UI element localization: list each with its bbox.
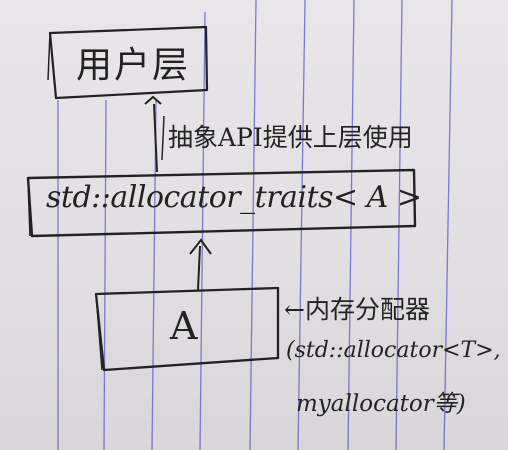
api-note-label: 抽象API提供上层使用 [168,123,413,152]
allocator-box-edge [95,293,103,371]
allocator-examples-line1: (std::allocator<T>, [286,338,501,363]
allocator-examples-line2: myallocator等) [296,391,466,417]
allocator-note-label: ←内存分配器 [284,295,430,324]
ruled-line [395,0,403,450]
api-arrow-shaft [153,103,158,173]
traits-arrow-shaft [197,245,201,291]
ruled-line [347,0,355,450]
traits-box-label: std::allocator_traits< A > [46,180,422,215]
ruled-line [103,99,107,450]
api-note-bracket [161,115,165,161]
allocator-box-label: A [170,304,198,348]
user-layer-label: 用户层 [76,45,191,86]
allocator-box [94,286,280,372]
user-layer-box [48,25,209,100]
api-arrow-head [144,95,162,105]
ruled-line [151,99,157,450]
traits-box [26,168,417,238]
traits-arrow-head [189,238,212,255]
ruled-line [297,0,306,450]
user-layer-box-edge [47,32,51,81]
ruled-line [443,0,453,450]
ruled-line [249,0,257,450]
ruled-lines [57,0,453,450]
traits-box-edge [27,177,31,237]
